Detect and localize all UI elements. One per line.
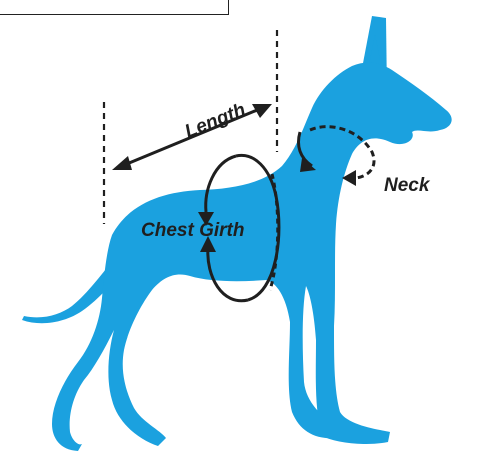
- top-left-frame: [0, 0, 229, 15]
- length-arrow: [112, 104, 272, 170]
- dog-silhouette: [22, 16, 452, 452]
- chest-girth-loop: [198, 153, 281, 303]
- guide-lines: [102, 30, 279, 224]
- chest-girth-label: Chest Girth: [141, 220, 244, 241]
- neck-loop: [297, 125, 376, 186]
- neck-label: Neck: [384, 175, 431, 196]
- length-label: Length: [182, 99, 249, 142]
